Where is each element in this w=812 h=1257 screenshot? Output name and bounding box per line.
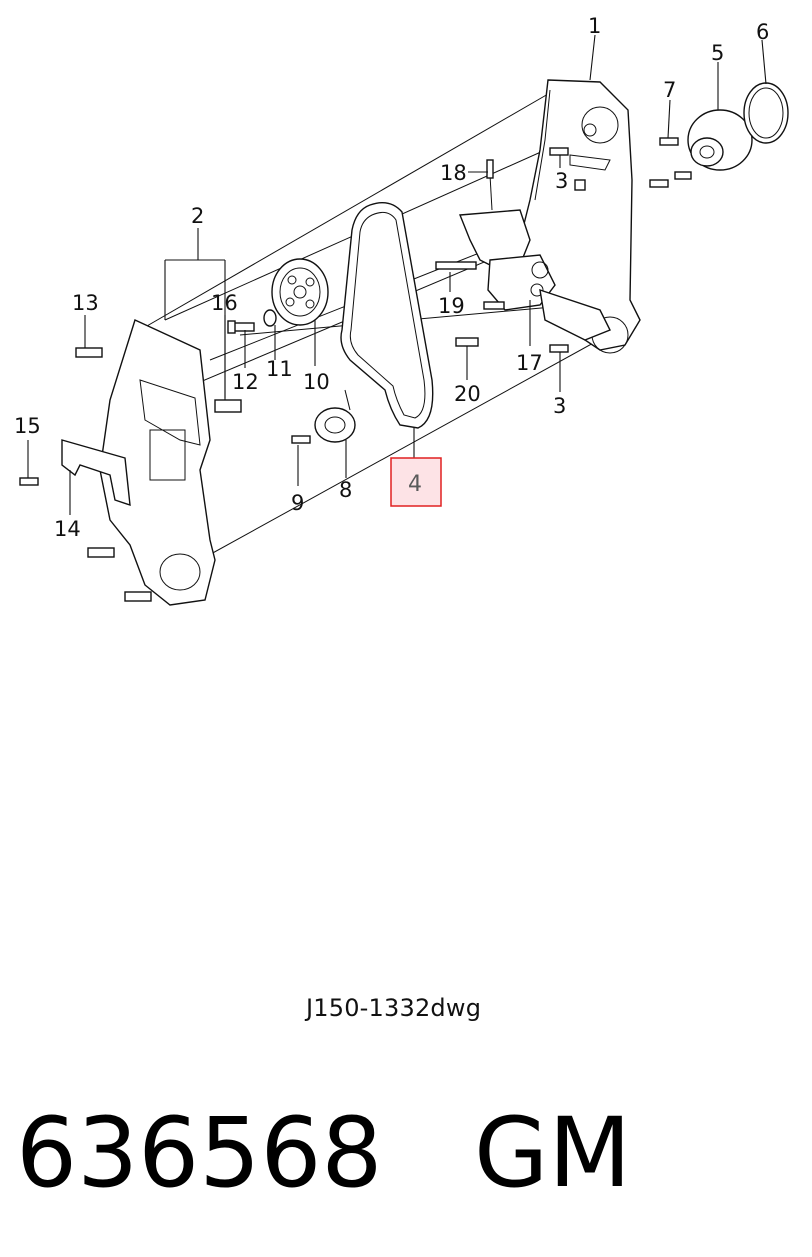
front-timing-cover (75, 319, 242, 606)
drawing-id: J150-1332dwg (306, 994, 482, 1022)
callout-15: 15 (14, 414, 41, 438)
water-pump (649, 82, 789, 188)
tensioner-pulley (291, 389, 356, 444)
callout-10: 10 (303, 370, 330, 394)
callout-19: 19 (438, 294, 465, 318)
callout-1: 1 (588, 14, 601, 38)
part-number: 636568 (16, 1097, 383, 1209)
washer-and-bolt (227, 309, 277, 334)
callout-9: 9 (291, 491, 304, 515)
timing-belt (340, 202, 434, 429)
exploded-parts-diagram: 1 6 5 7 18 3 2 13 16 19 17 12 11 10 20 3… (14, 14, 789, 606)
callout-11: 11 (266, 357, 293, 381)
brand-name: GM (474, 1097, 632, 1209)
callout-3b: 3 (553, 394, 566, 418)
callout-2: 2 (191, 204, 204, 228)
highlight-box (390, 457, 442, 507)
cover-gasket (19, 439, 131, 507)
callout-20: 20 (454, 382, 481, 406)
camshaft-sprocket (271, 258, 329, 326)
callout-3a: 3 (555, 169, 568, 193)
callout-labels: 1 6 5 7 18 3 2 13 16 19 17 12 11 10 20 3… (14, 14, 769, 541)
callout-6: 6 (756, 20, 769, 44)
callout-8: 8 (339, 478, 352, 502)
callout-7: 7 (663, 78, 676, 102)
callout-4: 4 (408, 472, 422, 497)
callout-13: 13 (72, 291, 99, 315)
callout-14: 14 (54, 517, 81, 541)
oil-pump-bracket (458, 159, 611, 341)
callout-16: 16 (211, 291, 238, 315)
callout-17: 17 (516, 351, 543, 375)
callout-5: 5 (711, 41, 724, 65)
callout-18: 18 (440, 161, 467, 185)
part-number-line: 636568 GM (16, 1098, 631, 1208)
callout-12: 12 (232, 370, 259, 394)
callout-leaders (27, 34, 767, 515)
